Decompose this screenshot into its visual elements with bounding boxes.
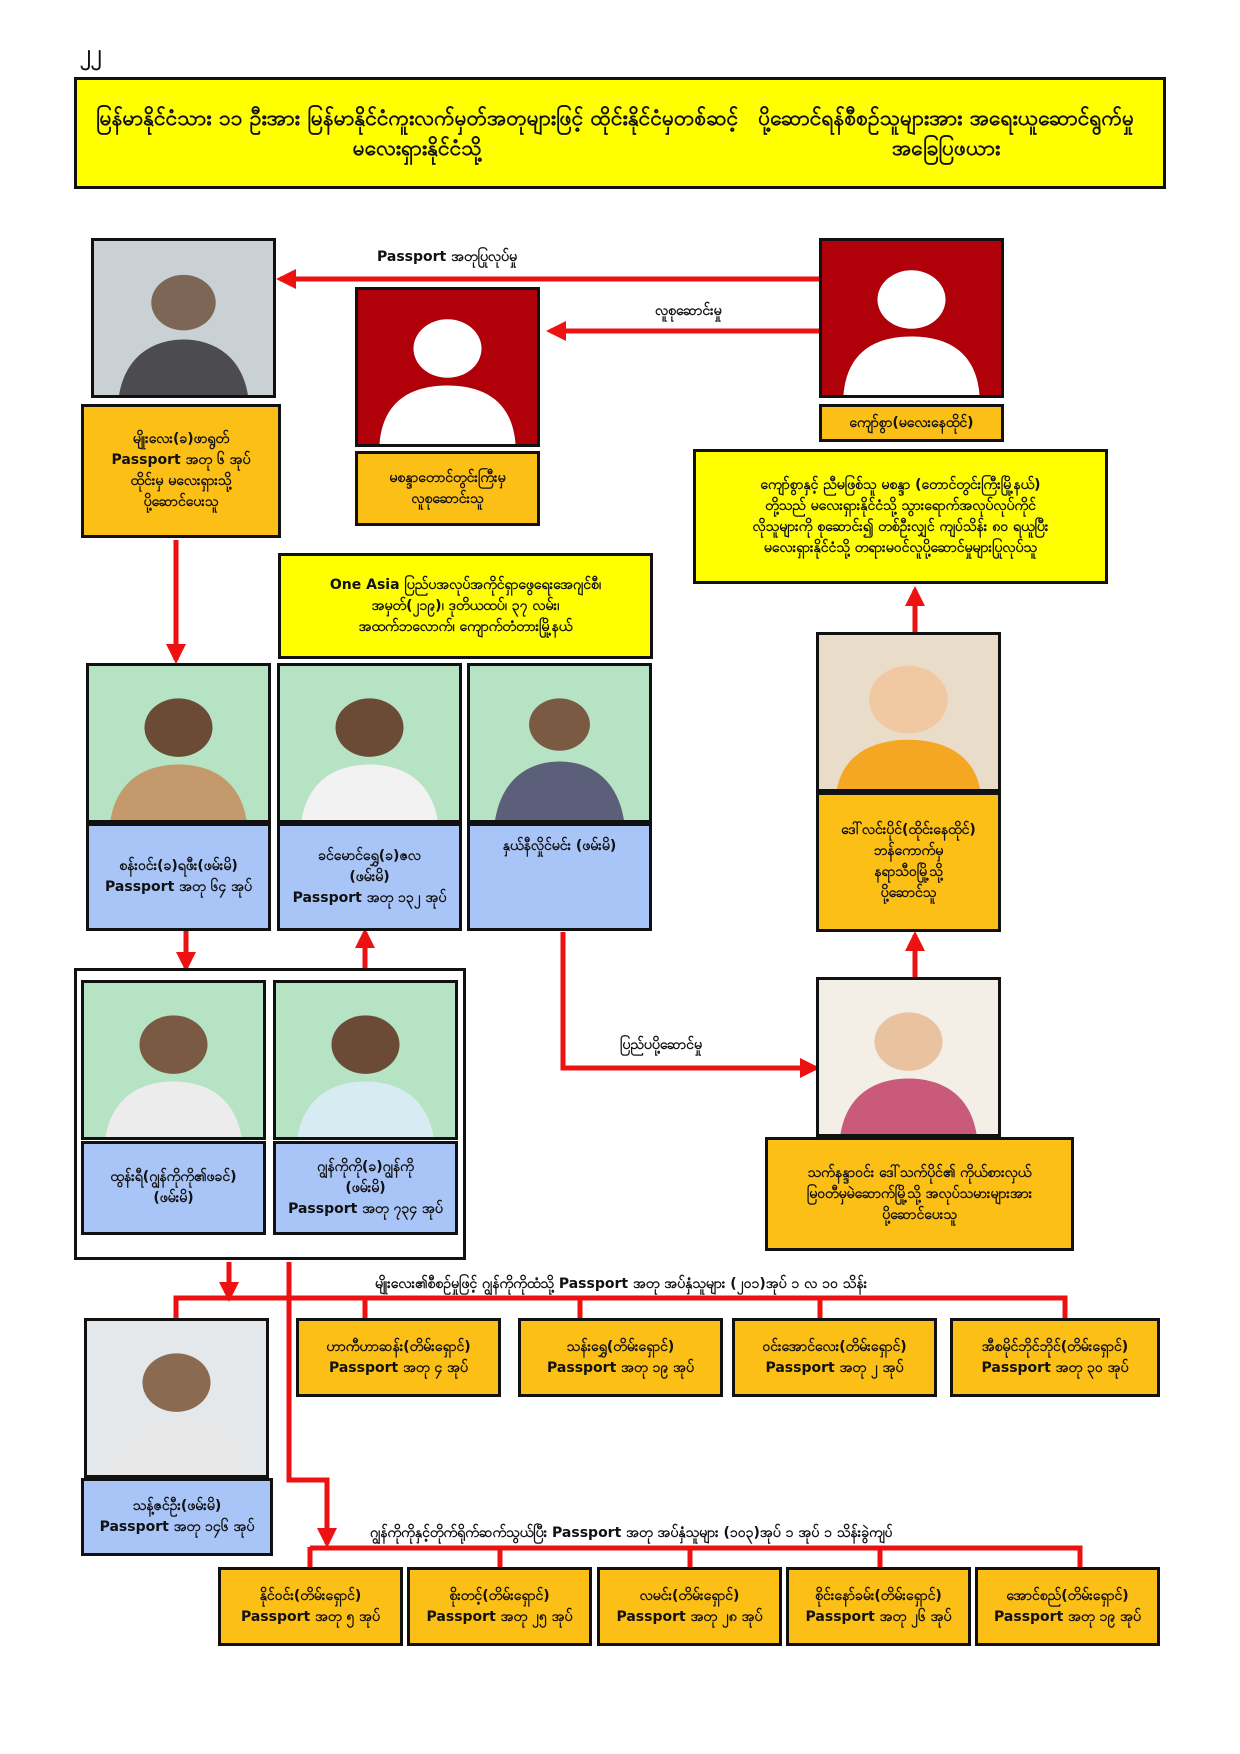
node-kyawsitwa: ကျော်စွာ(မလေးနေထိုင်) [819, 404, 1004, 442]
branch2-box-1: နိုင်ဝင်း(တိမ်းရှောင်) Passport အတု ၅ အု… [218, 1567, 403, 1646]
photo-john [273, 980, 458, 1140]
photo-khinmaung [277, 663, 462, 823]
placeholder-silhouette-kyawsitwa [819, 238, 1004, 398]
node-hnin: နှယ်နီလှိုင်မင်း (ဖမ်းမိ) [467, 823, 652, 931]
branch1-box-3: ဝင်းအောင်လေး(တိမ်းရှောင်) Passport အတု ၂… [732, 1318, 937, 1397]
photo-than [84, 1318, 269, 1478]
node-john: ဂျွန်ကိုကို(ခ)ဂျွန်ကို (ဖမ်းမိ) Passport… [273, 1141, 458, 1235]
photo-sanwin [86, 663, 271, 823]
photo-dawlin [816, 632, 1001, 792]
edge-label-branch1: မျိုးလေး၏စီစဉ်မှုဖြင့် ဂျွန်ကိုကိုထံသို့… [375, 1276, 868, 1292]
photo-myolay [91, 238, 276, 398]
node-agency: One Asia ပြည်ပအလုပ်အကိုင်ရှာဖွေရေးအေဂျင်… [278, 553, 653, 659]
photo-htun [81, 980, 266, 1140]
node-than: သန့်ဇင်ဦး(ဖမ်းမိ) Passport အတု ၁၄၆ အုပ် [81, 1478, 273, 1556]
title-line-1: မြန်မာနိုင်ငံသား ၁၁ ဦးအား မြန်မာနိုင်ငံက… [96, 105, 739, 160]
page-title: မြန်မာနိုင်ငံသား ၁၁ ဦးအား မြန်မာနိုင်ငံက… [74, 77, 1166, 189]
arrow-hnin-to-sabai [560, 932, 820, 1078]
edge-label-recruit: လူစုဆောင်းမှု [655, 303, 722, 319]
branch2-box-4: စိုင်းနော်ခမ်း(တိမ်းရှောင်) Passport အတု… [786, 1567, 971, 1646]
node-myolay: မျိုးလေး(ခ)ဖာရွတ် Passport အတု ၆ အုပ် ထိ… [81, 404, 281, 538]
title-line-2: ပို့ဆောင်ရန်စီစဉ်သူများအား အရေးယူဆောင်ရွ… [758, 105, 1135, 160]
placeholder-silhouette-recruiter [355, 287, 540, 447]
edge-label-branch2: ဂျွန်ကိုကိုနှင့်တိုက်ရိုက်ဆက်သွယ်ပြီး Pa… [370, 1525, 893, 1541]
branch1-box-1: ဟာကီဟာဆန်း(တိမ်းရှောင်) Passport အတု ၄ အ… [296, 1318, 501, 1397]
node-htun: ထွန်းရီ(ဂျွန်ကိုကို၏ဖခင်) (ဖမ်းမိ) [81, 1141, 266, 1235]
node-kyawsitwa-description: ကျော်စွာနှင့် ညီမဖြစ်သူ မစန္ဒာ (တောင်တွင… [693, 449, 1108, 584]
node-sanwin: စန်းဝင်း(ခ)ရဖီး(ဖမ်းမိ) Passport အတု ၆၄ … [86, 823, 271, 931]
edge-label-passport-fake: Passport အတုပြုလုပ်မှု [377, 249, 518, 265]
photo-hnin [467, 663, 652, 823]
node-khinmaung: ခင်မောင်ရွှေ(ခ)ဇလ (ဖမ်းမိ) Passport အတု … [277, 823, 462, 931]
node-sabai: သက်နန္ဒာဝင်း ဒေါ်သက်ပိုင်၏ ကိုယ်စားလှယ် … [765, 1137, 1074, 1251]
edge-label-smuggle: ပြည်ပပို့ဆောင်မှု [620, 1037, 702, 1053]
arrow-group-to-branch2 [286, 1262, 337, 1548]
branch1-box-4: အီစမိုင်ဘိုင်ဘိုင်(တိမ်းရှောင်) Passport… [950, 1318, 1160, 1397]
branch2-box-5: အောင်စည်(တိမ်းရှောင်) Passport အတု ၁၉ အု… [975, 1567, 1160, 1646]
branch2-box-3: လမင်း(တိမ်းရှောင်) Passport အတု ၂၈ အုပ် [597, 1567, 782, 1646]
branch2-bus [307, 1545, 1083, 1567]
node-dawlin: ဒေါ်လင်းပိုင်(ထိုင်းနေထိုင်) ဘန်ကောက်မှ … [816, 792, 1001, 932]
page-number: ၂၂ [80, 41, 102, 66]
node-recruiter: မစန္ဒာတောင်တွင်းကြီးမှ လူစုဆောင်းသူ [355, 451, 540, 526]
branch1-box-2: သန်းရွှေ(တိမ်းရှောင်) Passport အတု ၁၉ အု… [518, 1318, 723, 1397]
branch2-box-2: စိုးတင့်(တိမ်းရှောင်) Passport အတု ၂၅ အု… [407, 1567, 592, 1646]
branch1-bus [173, 1295, 1068, 1318]
photo-sabai [816, 977, 1001, 1137]
